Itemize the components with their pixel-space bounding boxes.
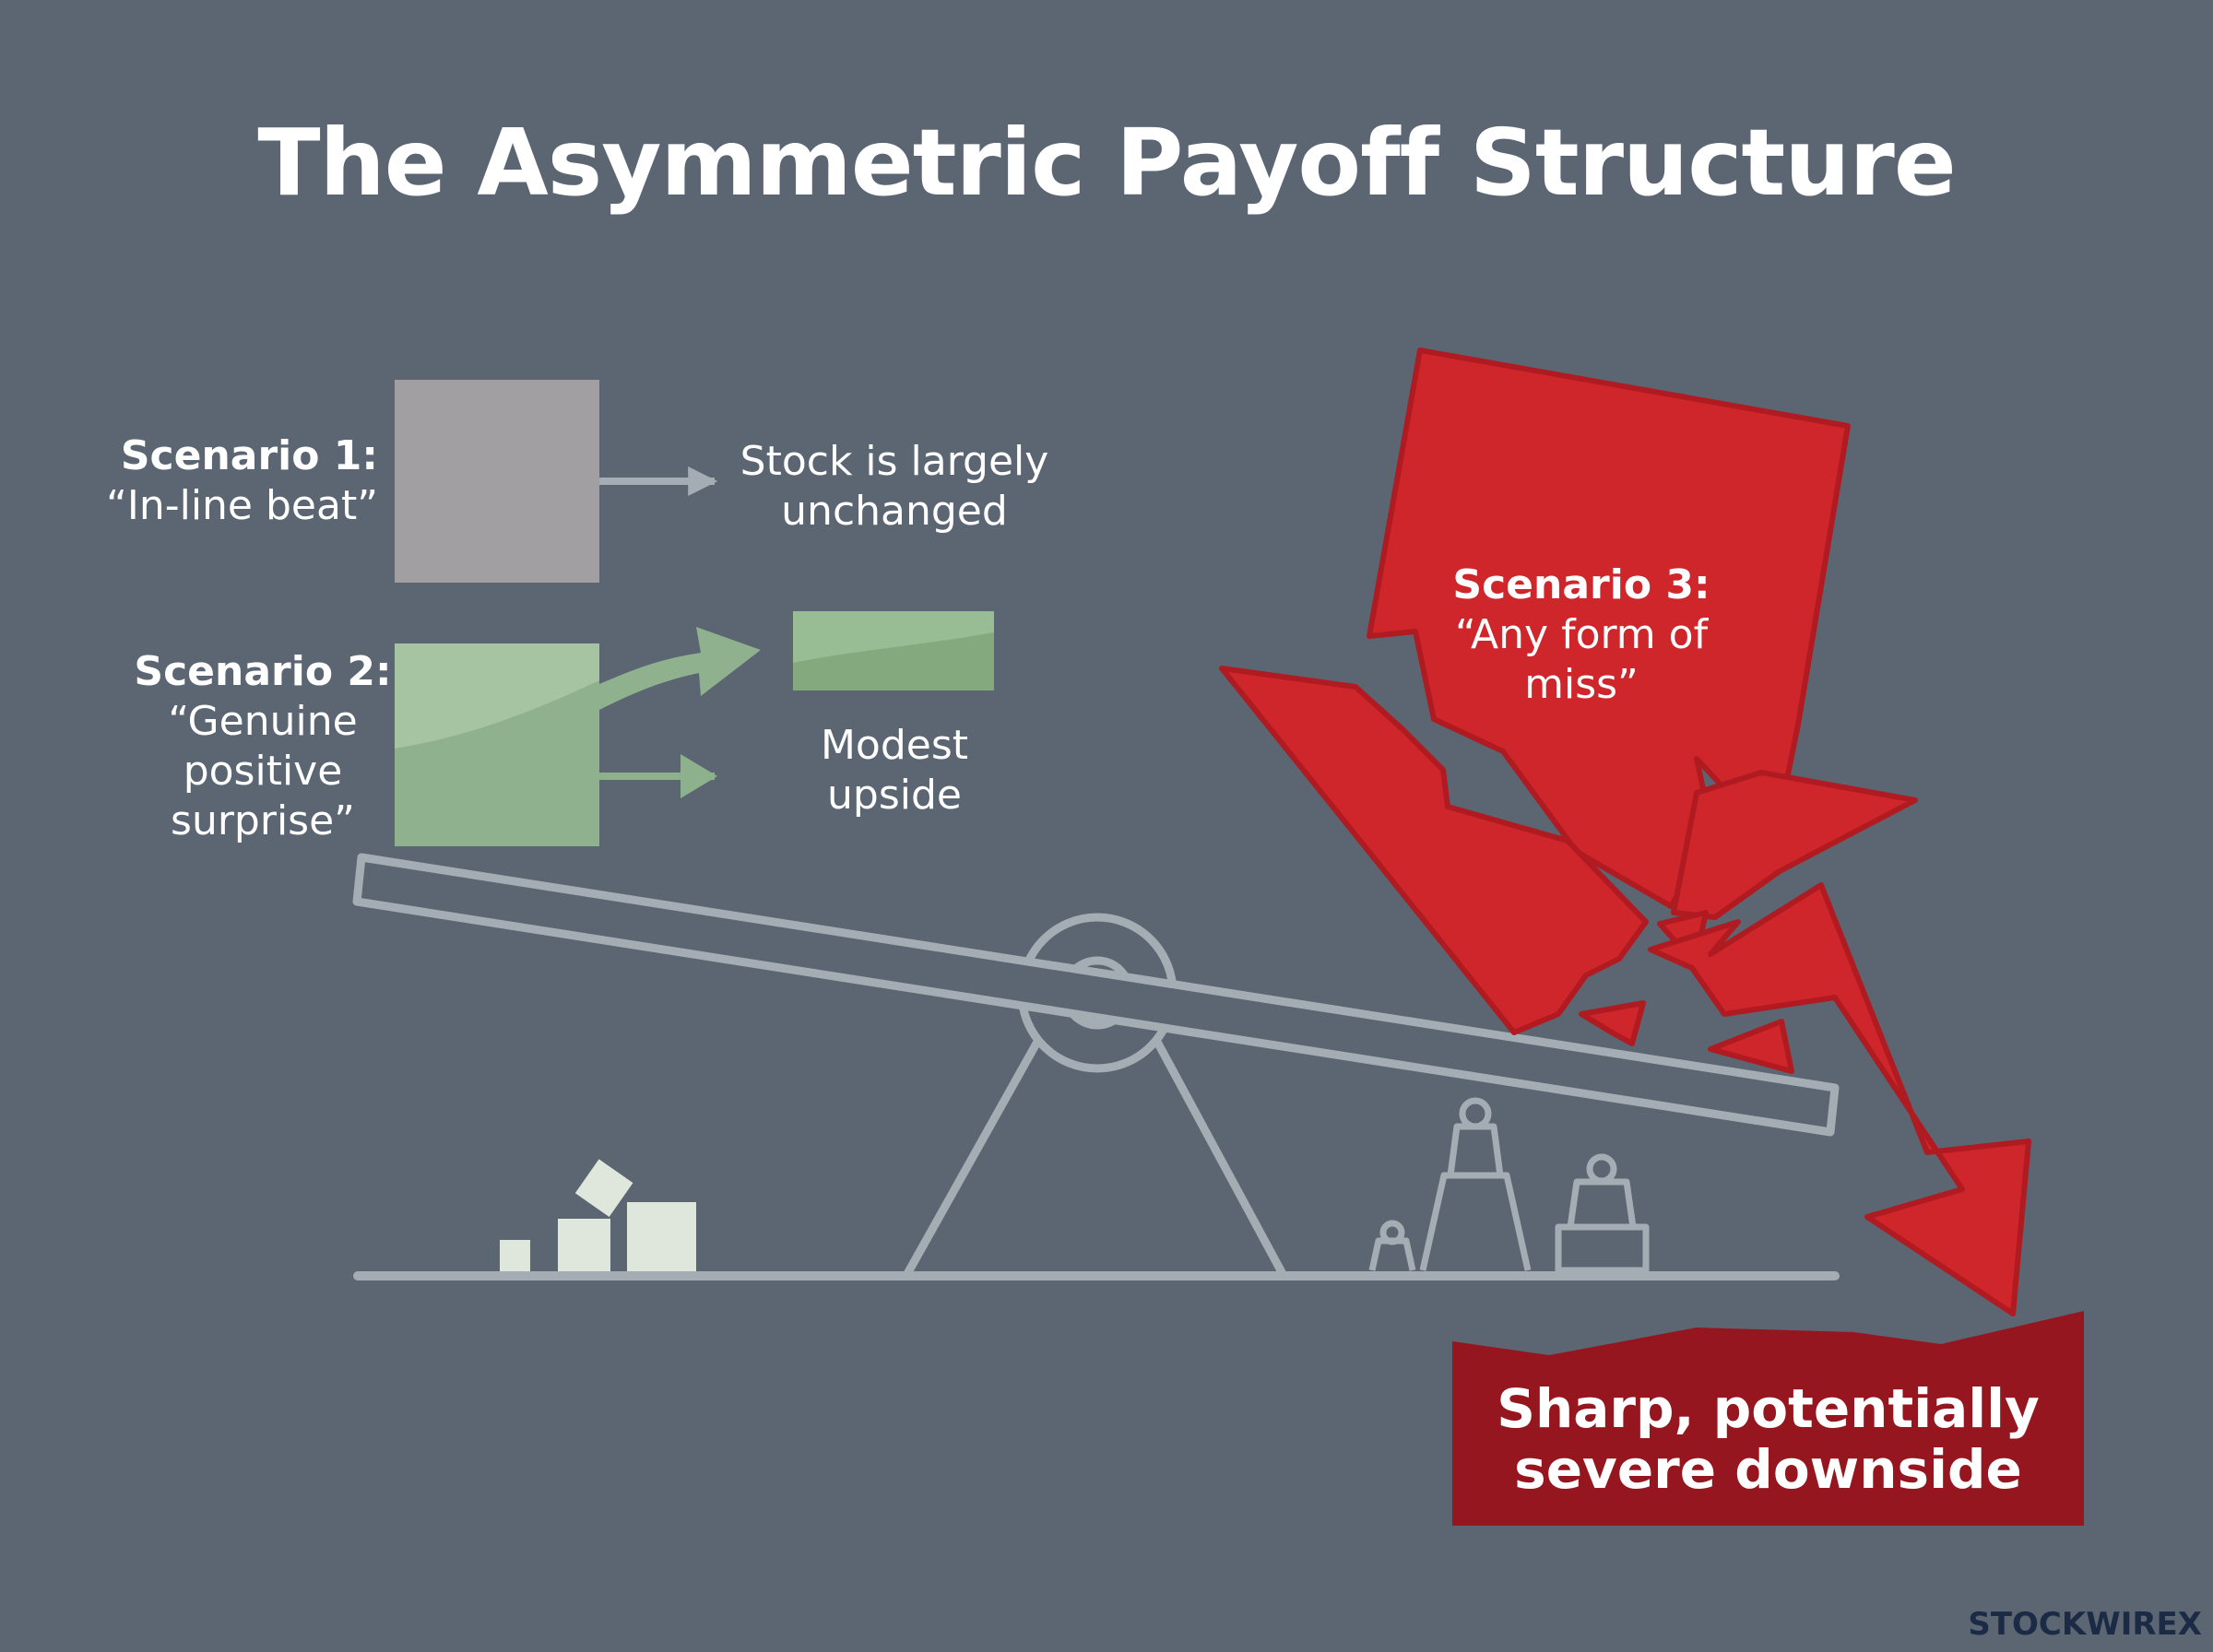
scenario-3-heading: Scenario 3: bbox=[1452, 561, 1710, 608]
scenario-2-arrow-lower-head bbox=[680, 754, 717, 798]
medium-block bbox=[558, 1219, 610, 1271]
stockwire-logo: STOCKWIREX bbox=[1968, 1606, 2202, 1643]
seesaw-beam bbox=[352, 853, 1840, 1137]
scenario-2-arrow-upper bbox=[599, 627, 761, 710]
upside-bar-highlight bbox=[793, 611, 994, 663]
scenario-1-quote: “In-line beat” bbox=[106, 482, 378, 529]
scenario-1-square bbox=[395, 380, 599, 583]
downside-banner bbox=[1452, 1311, 2084, 1526]
small-block bbox=[500, 1240, 530, 1271]
logo-text: STOCKWIRE bbox=[1968, 1606, 2178, 1643]
red-arrow-downtrend bbox=[1648, 882, 2031, 1316]
large-block bbox=[627, 1202, 696, 1271]
scenario-1-label: Scenario 1: “In-line beat” bbox=[55, 431, 378, 531]
red-arrow-shard-3 bbox=[1708, 1019, 1794, 1074]
scenario-1-outcome: Stock is largely unchanged bbox=[740, 438, 1049, 535]
scenario-3-label: Scenario 3: “Any form of miss” bbox=[1452, 560, 1710, 710]
weights bbox=[1368, 1097, 1650, 1274]
scenario-2-heading: Scenario 2: bbox=[134, 648, 392, 695]
scenario-3-quote: “Any form of miss” bbox=[1454, 611, 1709, 708]
red-arrow-right-wing bbox=[1671, 770, 1918, 920]
tilted-block bbox=[574, 1159, 633, 1218]
scenario-2-outcome: Modest upside bbox=[820, 722, 969, 819]
scenario-2-quote: “Genuine positive surprise” bbox=[168, 698, 358, 844]
scenario-3-outcome: Sharp, potentially severe downside bbox=[1497, 1377, 2040, 1501]
scenario-2-square-highlight bbox=[395, 643, 599, 749]
red-arrow-left-wing bbox=[1219, 666, 1649, 1035]
logo-x-icon: X bbox=[2177, 1606, 2202, 1643]
page-title: The Asymmetric Payoff Structure bbox=[257, 109, 1956, 217]
scenario-2-label: Scenario 2: “Genuine positive surprise” bbox=[129, 647, 396, 846]
red-arrow-shard-1 bbox=[1579, 1000, 1646, 1046]
scenario-1-heading: Scenario 1: bbox=[120, 432, 378, 479]
scenario-3-broken-arrow bbox=[1219, 348, 2031, 1316]
seesaw-stand bbox=[904, 1037, 1286, 1277]
